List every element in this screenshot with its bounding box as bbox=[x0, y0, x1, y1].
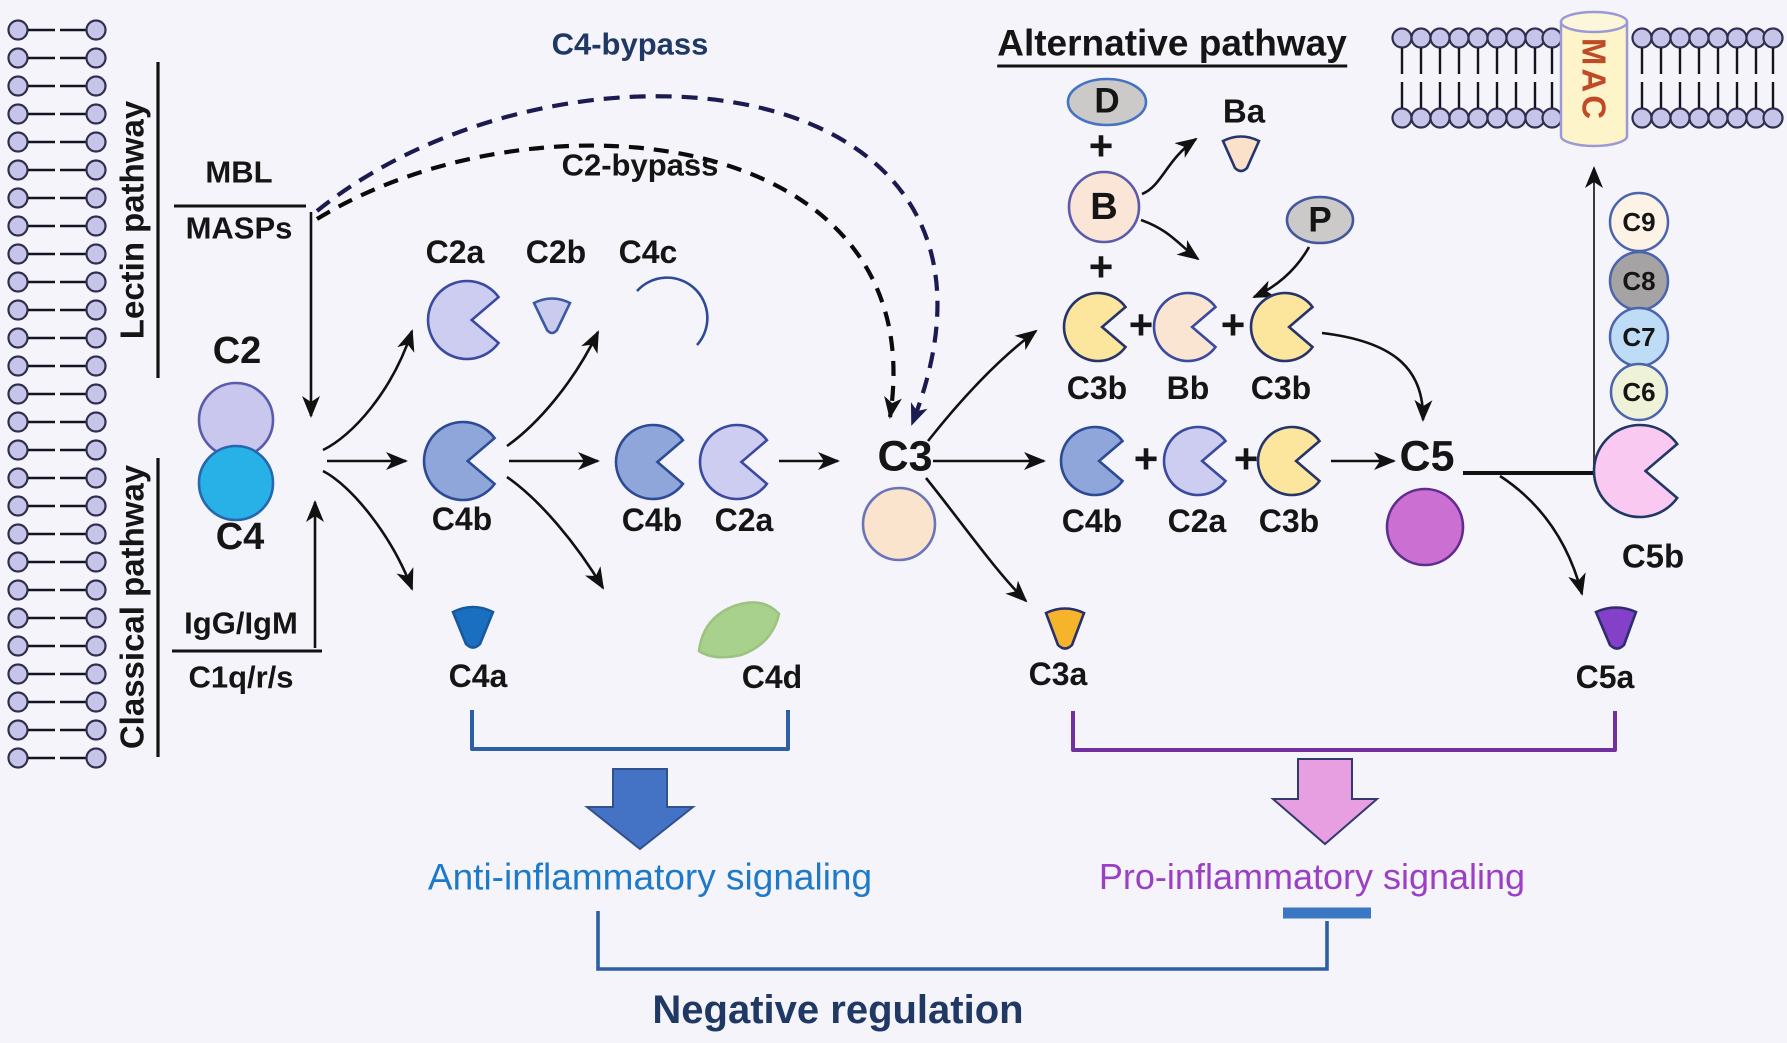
pro-inflammatory-label: Pro-inflammatory signaling bbox=[1098, 856, 1526, 897]
c8-label: C8 bbox=[1622, 266, 1656, 296]
c4d-fragment bbox=[697, 601, 781, 659]
c2a-pair-label: C2a bbox=[714, 502, 774, 538]
c5b-label: C5b bbox=[1621, 537, 1685, 575]
factor-b-label: B bbox=[1090, 186, 1118, 228]
c2b-label: C2b bbox=[525, 234, 587, 270]
c4b-pair-label: C4b bbox=[621, 502, 683, 538]
c6-circle bbox=[1609, 362, 1669, 422]
rule-lines bbox=[156, 62, 322, 757]
ba-fragment bbox=[1221, 135, 1261, 173]
plus-conv-1: + bbox=[1133, 435, 1159, 482]
arrows bbox=[302, 137, 1586, 648]
anti-inflammatory-label: Anti-inflammatory signaling bbox=[427, 856, 873, 898]
c3-circle bbox=[861, 486, 937, 562]
factor-b-circle bbox=[1067, 170, 1141, 244]
factor-d-ellipse bbox=[1066, 77, 1148, 127]
c3b-pacman-alt2 bbox=[1249, 291, 1315, 363]
c2a-conv-label: C2a bbox=[1167, 503, 1227, 539]
plus-alt-2: + bbox=[1220, 301, 1246, 348]
anaphylatoxin-bracket-left bbox=[470, 710, 790, 751]
plus-conv-2: + bbox=[1233, 435, 1259, 482]
c4-bypass-label: C4-bypass bbox=[551, 26, 709, 62]
c7-label: C7 bbox=[1622, 322, 1656, 352]
c4-label: C4 bbox=[215, 516, 265, 558]
c3b-alt1-label: C3b bbox=[1066, 370, 1128, 406]
c1qrs-label: C1q/r/s bbox=[188, 659, 294, 695]
c2a-pacman-pair bbox=[698, 423, 769, 501]
bb-label: Bb bbox=[1166, 370, 1210, 406]
bb-pacman bbox=[1152, 291, 1218, 363]
c3b-pacman-conv bbox=[1256, 425, 1322, 497]
c4-circle bbox=[197, 444, 275, 522]
c4c-crescent bbox=[636, 276, 709, 346]
anaphylatoxin-bracket-right bbox=[1071, 711, 1617, 752]
c2a-pacman-conv bbox=[1162, 425, 1228, 497]
igg-igm-label: IgG/IgM bbox=[184, 605, 298, 641]
c2-bypass-arc bbox=[315, 143, 902, 419]
classical-pathway-label: Classical pathway bbox=[113, 464, 151, 750]
c4-bypass-arc bbox=[315, 94, 940, 426]
c2b-fragment bbox=[532, 297, 572, 335]
lectin-pathway-label: Lectin pathway bbox=[113, 100, 151, 340]
c3b-pacman-alt1 bbox=[1062, 291, 1128, 363]
c6-label: C6 bbox=[1622, 377, 1656, 407]
c2a-top-label: C2a bbox=[425, 234, 485, 270]
factor-d-label: D bbox=[1094, 81, 1120, 121]
c4b-pacman-pair bbox=[614, 423, 685, 501]
c3b-alt2-label: C3b bbox=[1250, 370, 1312, 406]
c5-label: C5 bbox=[1399, 432, 1455, 481]
c5b-pacman bbox=[1592, 423, 1679, 519]
c3a-fragment bbox=[1044, 607, 1086, 650]
plus-d-b: + bbox=[1088, 122, 1114, 169]
negative-regulation-label: Negative regulation bbox=[652, 988, 1024, 1032]
pro-block-arrow bbox=[1270, 758, 1380, 846]
c4a-fragment bbox=[451, 605, 495, 649]
plus-alt-1: + bbox=[1128, 301, 1154, 348]
c9-label: C9 bbox=[1622, 207, 1656, 237]
ba-label: Ba bbox=[1222, 92, 1266, 130]
component-shapes bbox=[197, 77, 1679, 659]
left-membrane bbox=[7, 19, 107, 769]
mbl-label: MBL bbox=[205, 154, 273, 190]
c3b-conv-label: C3b bbox=[1258, 503, 1320, 539]
c4a-label: C4a bbox=[448, 658, 508, 694]
negative-regulation-line bbox=[596, 911, 1329, 971]
c5a-label: C5a bbox=[1575, 659, 1635, 695]
masps-label: MASPs bbox=[185, 210, 293, 246]
plus-b-c3b: + bbox=[1088, 243, 1114, 290]
properdin-label: P bbox=[1308, 200, 1332, 240]
c2a-pacman-top bbox=[426, 279, 501, 361]
c4b-pacman-main bbox=[422, 420, 497, 502]
alternative-pathway-title: Alternative pathway bbox=[997, 25, 1347, 68]
anti-block-arrow bbox=[584, 768, 696, 851]
c4b-main-label: C4b bbox=[431, 501, 493, 537]
c4d-label: C4d bbox=[741, 659, 803, 695]
c4c-label: C4c bbox=[618, 234, 678, 270]
mac-label: MAC bbox=[1575, 37, 1613, 123]
c4b-pacman-conv bbox=[1059, 425, 1125, 497]
c3-label: C3 bbox=[877, 432, 933, 481]
properdin-ellipse bbox=[1285, 195, 1355, 245]
c3a-label: C3a bbox=[1028, 656, 1088, 692]
mac-pore bbox=[1559, 10, 1629, 148]
c4b-conv-label: C4b bbox=[1061, 503, 1123, 539]
c2-label: C2 bbox=[212, 330, 262, 372]
c5a-fragment bbox=[1594, 606, 1638, 650]
c5-circle bbox=[1385, 487, 1465, 567]
c2-bypass-label: C2-bypass bbox=[561, 147, 719, 183]
